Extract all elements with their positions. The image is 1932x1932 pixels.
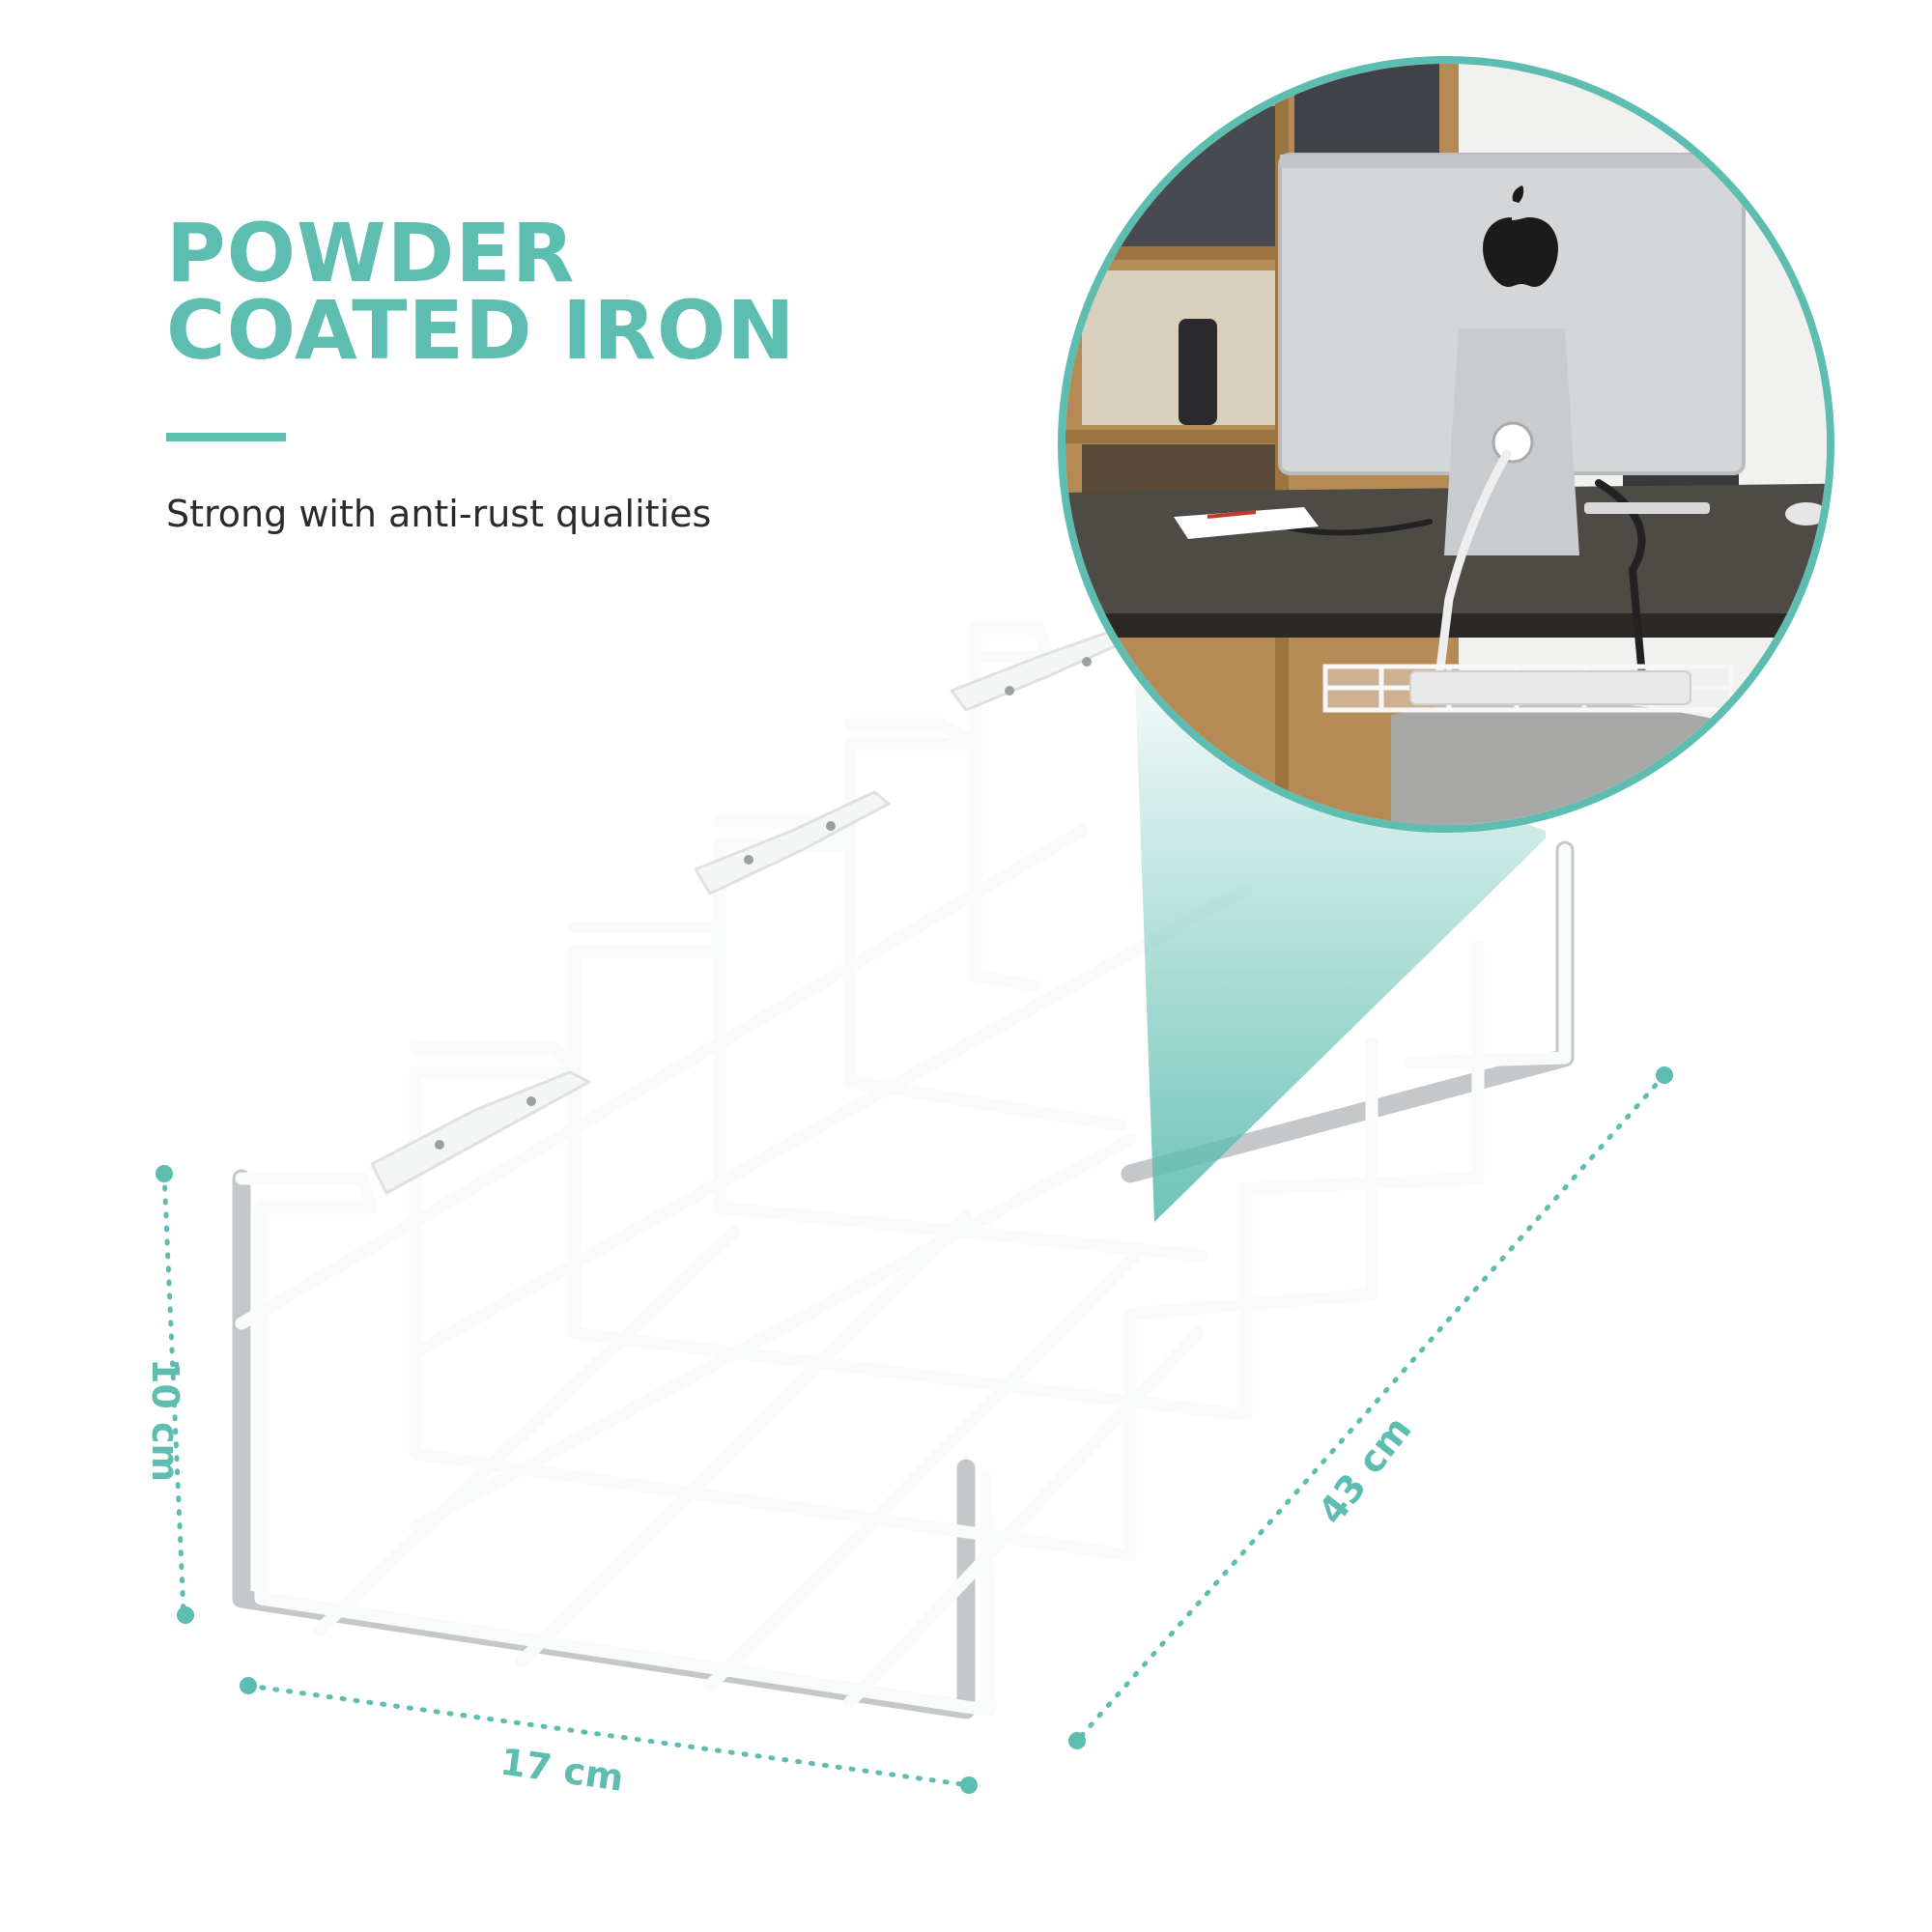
dimension-height-indicator: 10 cm [144, 1165, 194, 1624]
apple-logo-icon [1483, 185, 1558, 287]
mouse [1785, 502, 1827, 526]
dimension-length-label: 43 cm [1310, 1408, 1420, 1532]
lantern [1179, 319, 1217, 425]
keyboard [1584, 502, 1710, 514]
headline: POWDER COATED IRON [166, 206, 796, 378]
wire-cable-tray [232, 621, 1575, 1719]
headline-line-1: POWDER [166, 206, 576, 300]
tagline: Strong with anti-rust qualities [166, 493, 712, 535]
accent-divider [166, 433, 286, 441]
headline-line-2: COATED IRON [166, 283, 796, 378]
dimension-height-label: 10 cm [144, 1358, 186, 1482]
chair-seat [1391, 699, 1777, 825]
computer-monitor [1278, 153, 1746, 555]
detail-photo-circle [1058, 56, 1834, 833]
dimension-width-label: 17 cm [497, 1740, 626, 1799]
power-strip [1409, 670, 1691, 705]
plate-holes [435, 657, 1092, 1150]
